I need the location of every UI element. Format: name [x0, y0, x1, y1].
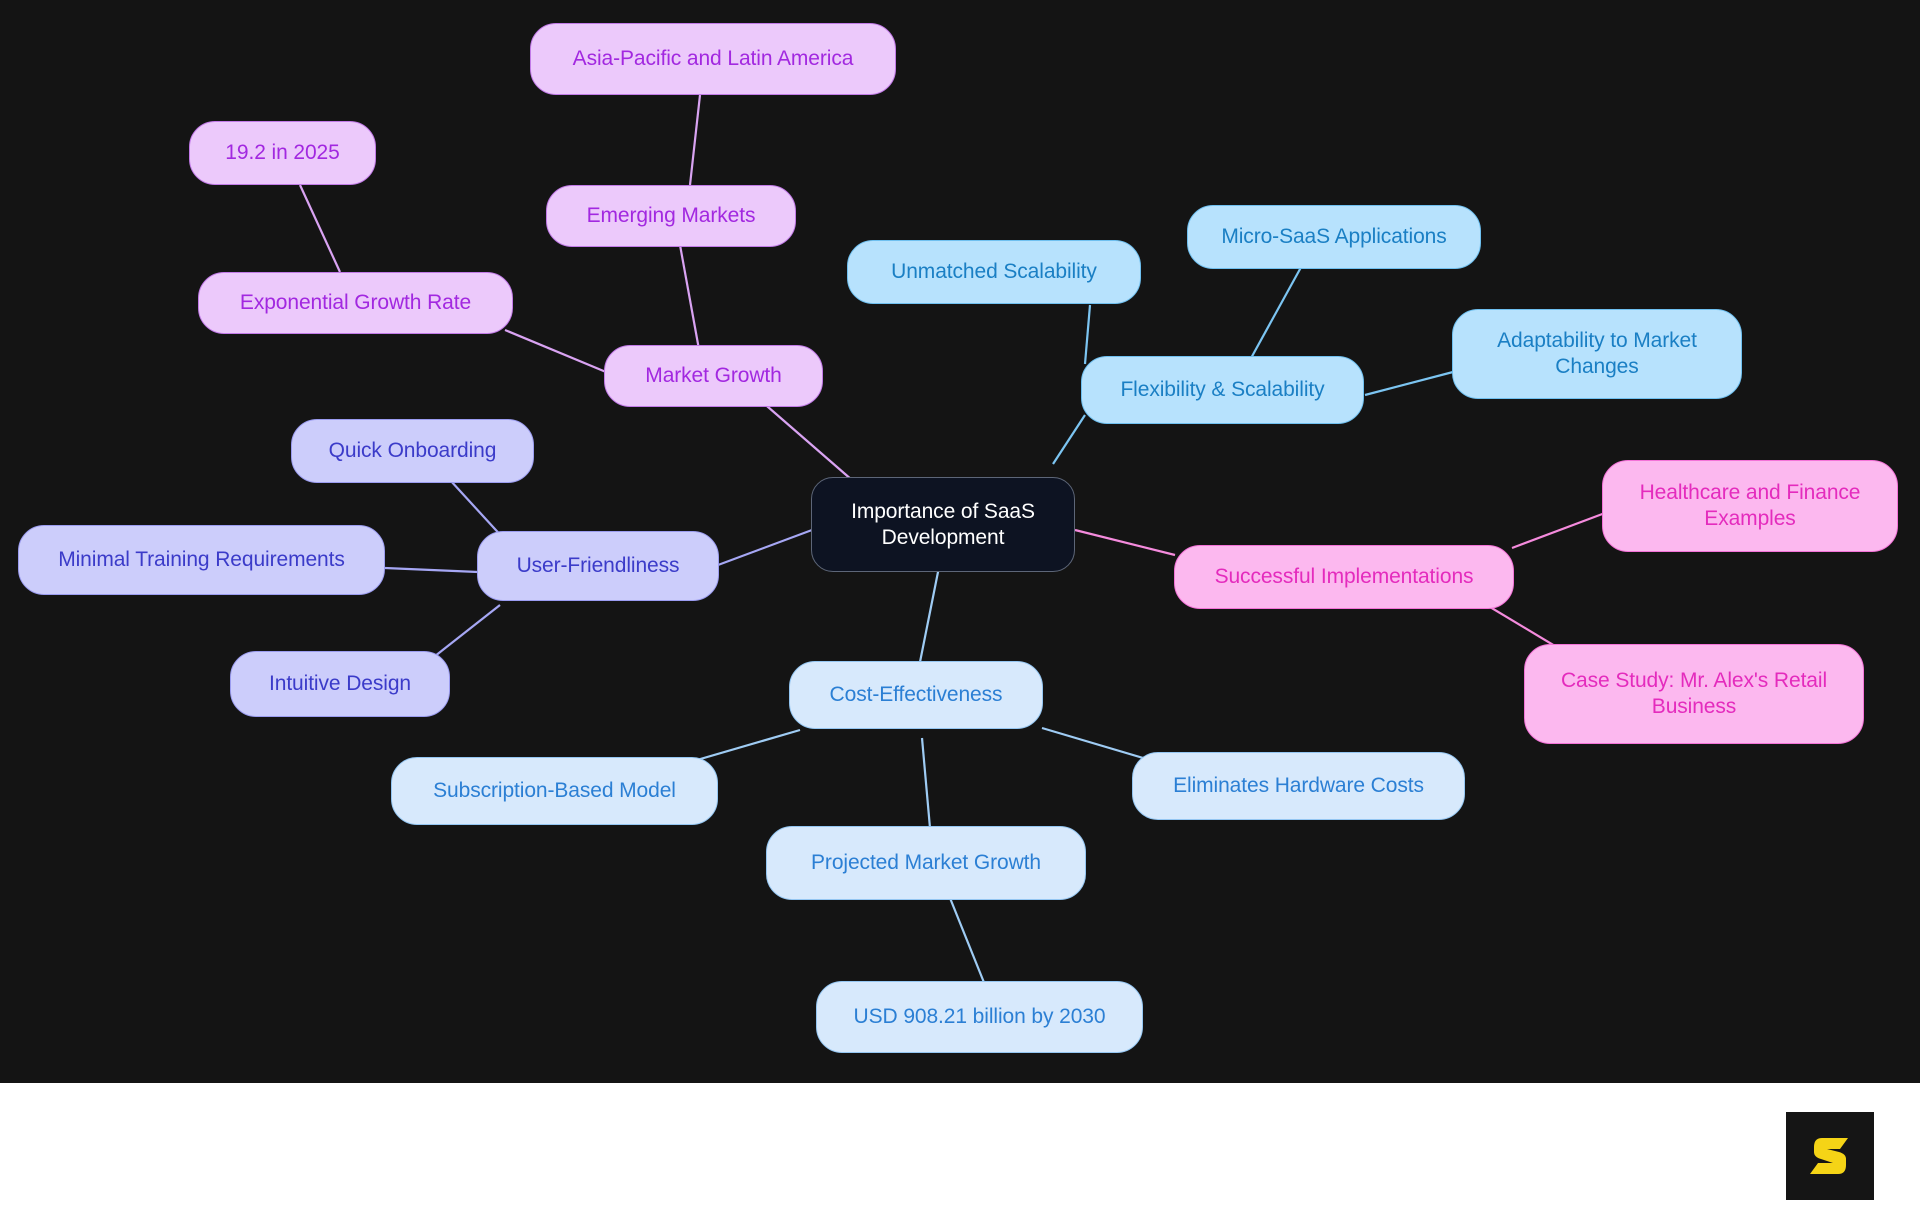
- node-cost-effectiveness[interactable]: Cost-Effectiveness: [789, 661, 1043, 729]
- node-label: 19.2 in 2025: [225, 141, 340, 165]
- node-intuitive-design[interactable]: Intuitive Design: [230, 651, 450, 717]
- edge-user-friendliness-minimal-training: [384, 566, 479, 574]
- node-user-friendliness[interactable]: User-Friendliness: [477, 531, 719, 601]
- edge-flexibility-micro-saas: [1249, 259, 1306, 361]
- node-flexibility-scalability[interactable]: Flexibility & Scalability: [1081, 356, 1364, 424]
- node-label: Quick Onboarding: [328, 439, 497, 463]
- edge-cost-subscription-based-model: [689, 728, 801, 764]
- edge-successful-healthcare-finance: [1511, 511, 1606, 550]
- edge-projected-market-growth-usd: [948, 897, 987, 986]
- node-label: Subscription-Based Model: [433, 779, 676, 803]
- node-label: Asia-Pacific and Latin America: [572, 47, 854, 71]
- edge-user-friendliness-intuitive-design: [429, 604, 501, 661]
- node-asia-pacific-latin-america[interactable]: Asia-Pacific and Latin America: [530, 23, 896, 95]
- node-label: Micro-SaaS Applications: [1221, 225, 1447, 249]
- edge-central-flexibility: [1052, 414, 1086, 465]
- node-label: Importance of SaaS Development: [851, 499, 1035, 549]
- node-micro-saas-applications[interactable]: Micro-SaaS Applications: [1187, 205, 1481, 269]
- node-label: Flexibility & Scalability: [1120, 378, 1325, 402]
- edge-central-successful-implementations: [1074, 528, 1176, 557]
- node-label: Unmatched Scalability: [891, 260, 1097, 284]
- node-quick-onboarding[interactable]: Quick Onboarding: [291, 419, 534, 483]
- node-label: Exponential Growth Rate: [239, 291, 472, 315]
- footer-bar: [0, 1083, 1920, 1215]
- node-label: Cost-Effectiveness: [829, 683, 1003, 707]
- node-label: Market Growth: [645, 364, 782, 388]
- node-subscription-based-model[interactable]: Subscription-Based Model: [391, 757, 718, 825]
- node-19-2-in-2025[interactable]: 19.2 in 2025: [189, 121, 376, 185]
- mindmap-canvas[interactable]: Asia-Pacific and Latin America Emerging …: [0, 0, 1920, 1083]
- node-unmatched-scalability[interactable]: Unmatched Scalability: [847, 240, 1141, 304]
- node-label: Healthcare and Finance Examples: [1639, 481, 1861, 530]
- node-label: Minimal Training Requirements: [58, 548, 345, 572]
- edge-flexibility-unmatched-scalability: [1083, 304, 1092, 365]
- edge-market-growth-exponential-growth-rate: [504, 328, 607, 374]
- edge-flexibility-adaptability: [1364, 370, 1454, 397]
- edge-emerging-markets-asia-pacific: [688, 94, 702, 186]
- node-minimal-training-requirements[interactable]: Minimal Training Requirements: [18, 525, 385, 595]
- node-label: Projected Market Growth: [811, 851, 1041, 875]
- node-successful-implementations[interactable]: Successful Implementations: [1174, 545, 1514, 609]
- edge-market-growth-emerging-markets: [678, 244, 702, 356]
- node-adaptability-to-market-changes[interactable]: Adaptability to Market Changes: [1452, 309, 1742, 399]
- edge-central-market-growth: [759, 399, 861, 488]
- edge-central-cost-effectiveness: [918, 561, 942, 663]
- node-label: Adaptability to Market Changes: [1497, 329, 1697, 378]
- node-central-importance-of-saas-development[interactable]: Importance of SaaS Development: [811, 477, 1075, 572]
- edge-central-user-friendliness: [717, 528, 813, 567]
- edge-cost-projected-market-growth: [920, 737, 932, 829]
- node-label: Case Study: Mr. Alex's Retail Business: [1560, 669, 1828, 718]
- node-usd-908-21-billion-by-2030[interactable]: USD 908.21 billion by 2030: [816, 981, 1143, 1053]
- node-label: Emerging Markets: [586, 204, 756, 228]
- edge-cost-eliminates-hardware-costs: [1041, 726, 1151, 762]
- node-emerging-markets[interactable]: Emerging Markets: [546, 185, 796, 247]
- node-projected-market-growth[interactable]: Projected Market Growth: [766, 826, 1086, 900]
- node-label: Successful Implementations: [1214, 565, 1474, 589]
- node-label: User-Friendliness: [516, 554, 680, 578]
- node-market-growth[interactable]: Market Growth: [604, 345, 823, 407]
- node-case-study-mr-alex-retail-business[interactable]: Case Study: Mr. Alex's Retail Business: [1524, 644, 1864, 744]
- node-label: Intuitive Design: [269, 672, 411, 696]
- s-logo-icon: [1810, 1138, 1848, 1174]
- node-eliminates-hardware-costs[interactable]: Eliminates Hardware Costs: [1132, 752, 1465, 820]
- node-exponential-growth-rate[interactable]: Exponential Growth Rate: [198, 272, 513, 334]
- edge-exponential-growth-rate-19-2: [299, 184, 341, 273]
- brand-logo-badge[interactable]: [1786, 1112, 1874, 1200]
- node-healthcare-and-finance-examples[interactable]: Healthcare and Finance Examples: [1602, 460, 1898, 552]
- node-label: Eliminates Hardware Costs: [1173, 774, 1424, 798]
- node-label: USD 908.21 billion by 2030: [853, 1005, 1106, 1029]
